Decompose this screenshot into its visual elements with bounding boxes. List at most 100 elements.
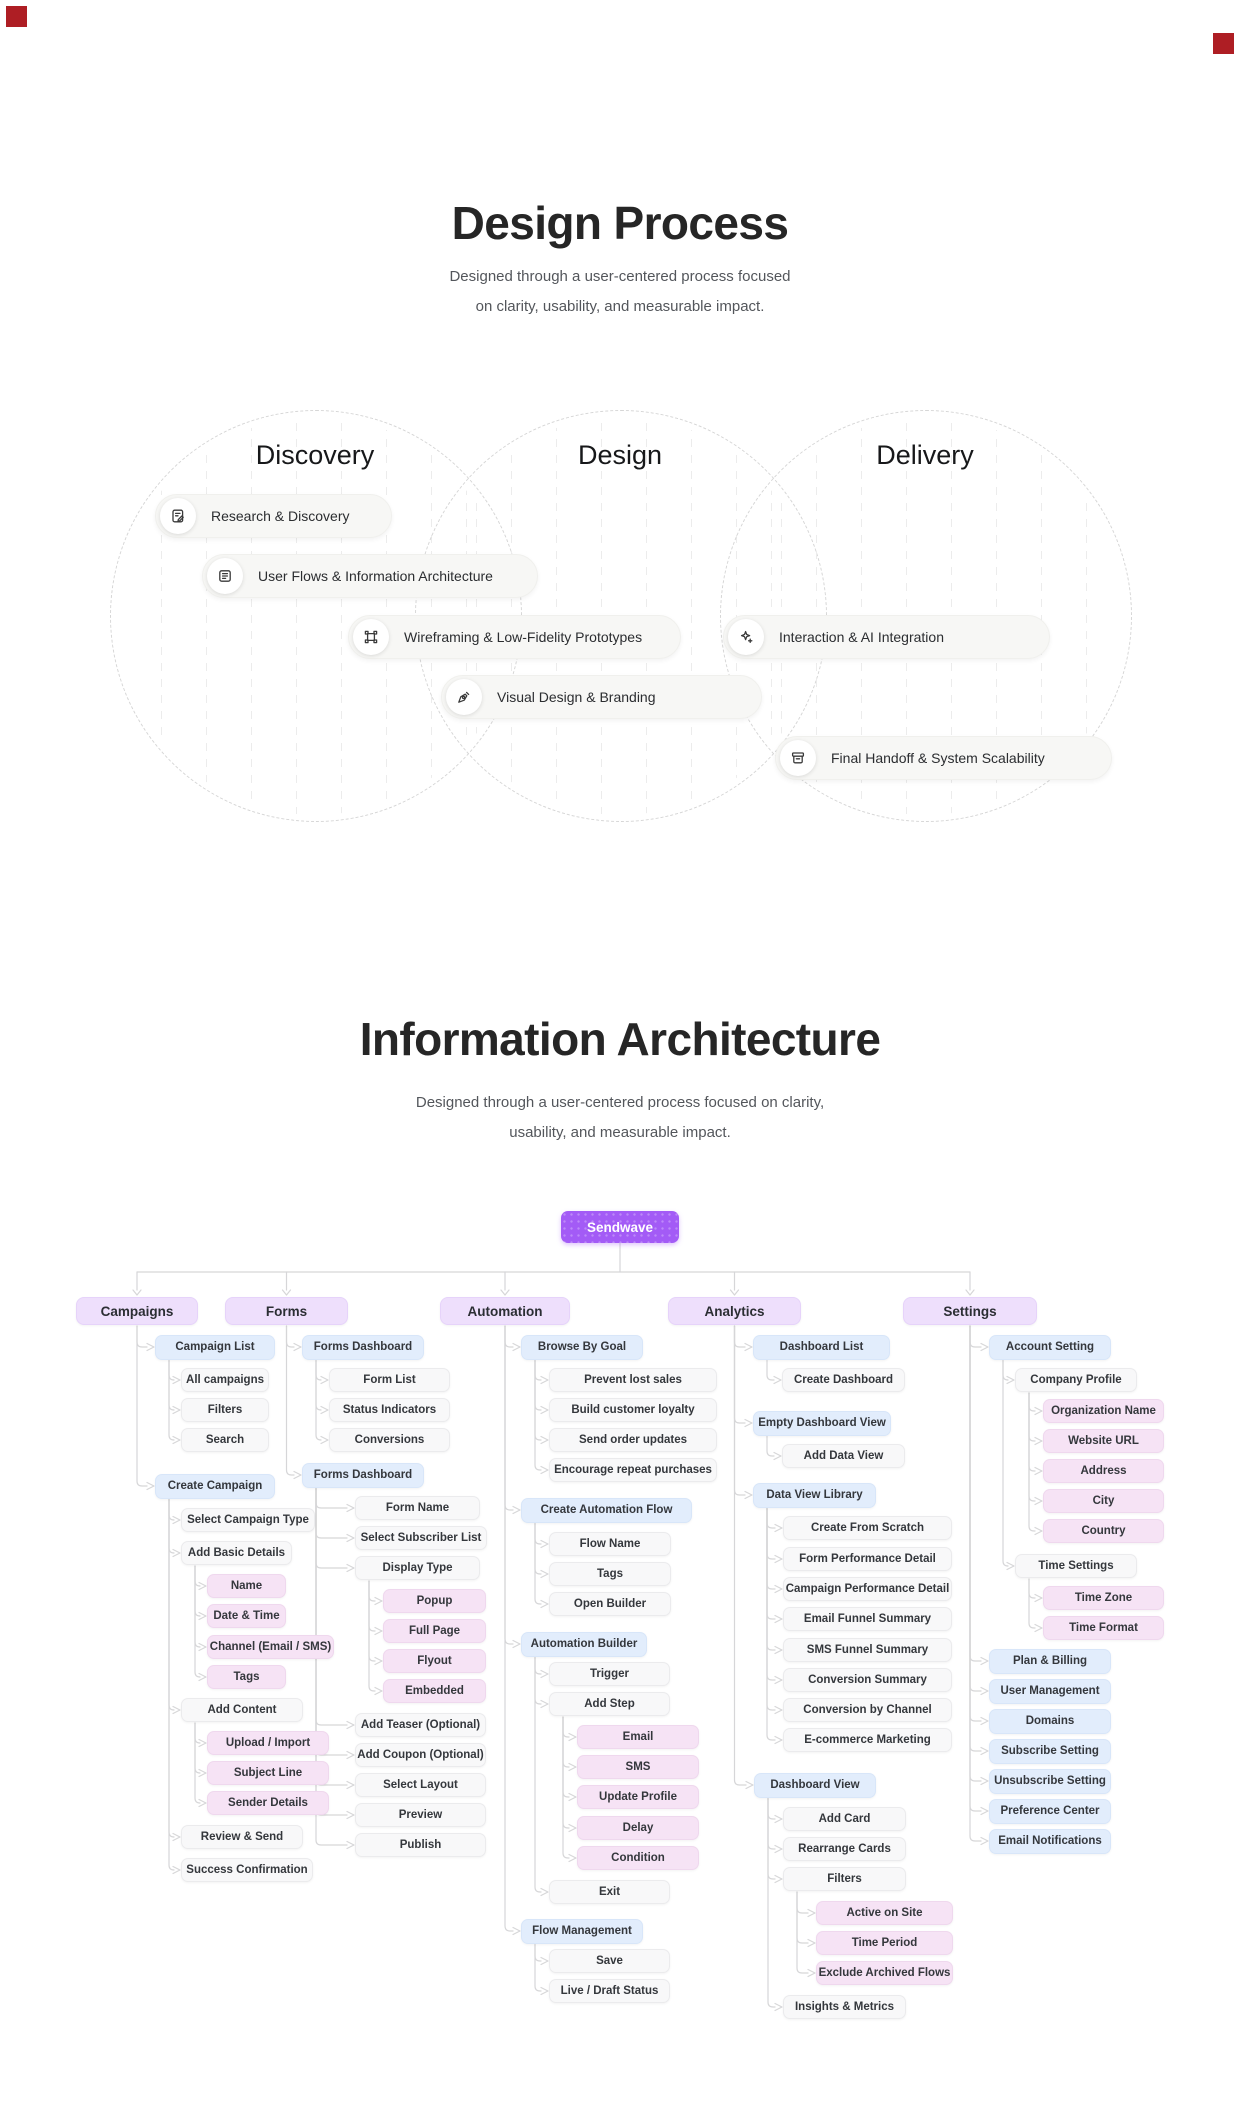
tree-node-a5: Encourage repeat purchases — [549, 1458, 717, 1482]
tree-node-n13: E-commerce Marketing — [783, 1728, 952, 1752]
tree-node-forms: Forms — [225, 1297, 348, 1325]
sparkles-icon — [728, 619, 764, 655]
tree-node-f9: Popup — [383, 1589, 486, 1613]
tree-node-n2: Create Dashboard — [782, 1368, 905, 1392]
tree-node-s10: Time Format — [1043, 1616, 1164, 1640]
tree-node-f10: Full Page — [383, 1619, 486, 1643]
tree-node-a18: Exit — [549, 1880, 670, 1904]
tree-node-s2: Company Profile — [1015, 1368, 1137, 1392]
tree-node-c8: Name — [207, 1574, 286, 1598]
design-process-title: Design Process — [451, 197, 789, 249]
process-step-label: Research & Discovery — [211, 508, 350, 524]
tree-node-a10: Automation Builder — [521, 1631, 647, 1657]
tree-node-c7: Add Basic Details — [181, 1541, 292, 1565]
tree-node-c4: Search — [181, 1428, 269, 1452]
tree-node-n6: Create From Scratch — [783, 1516, 952, 1540]
tree-node-a4: Send order updates — [549, 1428, 717, 1452]
process-step-label: Interaction & AI Integration — [779, 629, 944, 645]
tree-node-a13: Email — [577, 1725, 699, 1749]
frame-icon — [353, 619, 389, 655]
tree-node-n7: Form Performance Detail — [783, 1547, 952, 1571]
process-step: Wireframing & Low-Fidelity Prototypes — [348, 615, 681, 659]
tree-node-a19: Flow Management — [521, 1918, 643, 1944]
pen-tool-icon — [446, 679, 482, 715]
tree-node-s7: Country — [1043, 1519, 1164, 1543]
process-step-label: Final Handoff & System Scalability — [831, 750, 1045, 766]
tree-node-f1: Forms Dashboard — [302, 1334, 424, 1360]
tree-node-c9: Date & Time — [207, 1604, 286, 1628]
process-step: User Flows & Information Architecture — [202, 554, 538, 598]
tree-node-a8: Tags — [549, 1562, 671, 1586]
tree-node-a17: Condition — [577, 1846, 699, 1870]
delivery-circle — [720, 410, 1132, 822]
tree-node-c14: Subject Line — [207, 1761, 329, 1785]
tree-node-n20: Exclude Archived Flows — [816, 1961, 953, 1985]
tree-node-n18: Active on Site — [816, 1901, 953, 1925]
tree-node-c1: Campaign List — [155, 1334, 275, 1360]
process-step: Final Handoff & System Scalability — [775, 736, 1112, 780]
tree-node-s15: Unsubscribe Setting — [989, 1768, 1111, 1794]
layout-list-icon — [207, 558, 243, 594]
tree-node-s6: City — [1043, 1489, 1164, 1513]
tree-node-n4: Add Data View — [782, 1444, 905, 1468]
tree-node-n17: Filters — [783, 1867, 906, 1891]
tree-node-a21: Live / Draft Status — [549, 1979, 670, 2003]
tree-node-s14: Subscribe Setting — [989, 1738, 1111, 1764]
tree-node-c2: All campaigns — [181, 1368, 269, 1392]
tree-node-s3: Organization Name — [1043, 1399, 1164, 1423]
tree-node-f17: Publish — [355, 1833, 486, 1857]
tree-node-c10: Channel (Email / SMS) — [207, 1635, 334, 1659]
tree-node-n12: Conversion by Channel — [783, 1698, 952, 1722]
tree-node-n21: Insights & Metrics — [783, 1995, 906, 2019]
tree-node-f13: Add Teaser (Optional) — [355, 1713, 486, 1737]
process-step: Interaction & AI Integration — [723, 615, 1050, 659]
tree-node-n5: Data View Library — [753, 1482, 876, 1508]
tree-node-f14: Add Coupon (Optional) — [355, 1743, 486, 1767]
tree-node-n1: Dashboard List — [753, 1334, 890, 1360]
tree-node-f3: Status Indicators — [329, 1398, 450, 1422]
tree-node-c15: Sender Details — [207, 1791, 329, 1815]
tree-node-n15: Add Card — [783, 1807, 906, 1831]
tree-node-f12: Embedded — [383, 1679, 486, 1703]
tree-node-c17: Success Confirmation — [181, 1858, 313, 1882]
tree-node-s8: Time Settings — [1015, 1554, 1137, 1578]
corner-marker — [1213, 33, 1234, 54]
process-step: Research & Discovery — [155, 494, 392, 538]
tree-node-n19: Time Period — [816, 1931, 953, 1955]
tree-node-f8: Display Type — [355, 1556, 480, 1580]
sendwave-root-node: Sendwave — [561, 1211, 679, 1243]
tree-node-c16: Review & Send — [181, 1825, 303, 1849]
tree-node-s13: Domains — [989, 1708, 1111, 1734]
tree-node-f11: Flyout — [383, 1649, 486, 1673]
tree-node-s9: Time Zone — [1043, 1586, 1164, 1610]
tree-node-a20: Save — [549, 1949, 670, 1973]
tree-node-a16: Delay — [577, 1816, 699, 1840]
tree-node-s1: Account Setting — [989, 1334, 1111, 1360]
process-step-label: Wireframing & Low-Fidelity Prototypes — [404, 629, 643, 645]
tree-node-a6: Create Automation Flow — [521, 1497, 692, 1523]
tree-node-s11: Plan & Billing — [989, 1648, 1111, 1674]
phase-label-delivery: Delivery — [876, 440, 974, 470]
tree-node-a14: SMS — [577, 1755, 699, 1779]
tree-node-a15: Update Profile — [577, 1785, 699, 1809]
tree-node-a1: Browse By Goal — [521, 1334, 643, 1360]
tree-node-c3: Filters — [181, 1398, 269, 1422]
tree-node-f15: Select Layout — [355, 1773, 486, 1797]
tree-node-s5: Address — [1043, 1459, 1164, 1483]
tree-node-f7: Select Subscriber List — [355, 1526, 487, 1550]
corner-marker — [6, 6, 27, 27]
tree-node-n16: Rearrange Cards — [783, 1837, 906, 1861]
tree-node-n8: Campaign Performance Detail — [783, 1577, 952, 1601]
design-process-subtitle: Designed through a user-centered process… — [449, 268, 791, 315]
tree-node-c13: Upload / Import — [207, 1731, 329, 1755]
tree-node-n14: Dashboard View — [754, 1772, 876, 1798]
process-step-label: User Flows & Information Architecture — [258, 568, 493, 584]
tree-node-a9: Open Builder — [549, 1592, 671, 1616]
tree-node-a3: Build customer loyalty — [549, 1398, 717, 1422]
tree-node-s4: Website URL — [1043, 1429, 1164, 1453]
tree-node-c11: Tags — [207, 1665, 286, 1689]
process-step-label: Visual Design & Branding — [497, 689, 656, 705]
tree-node-c12: Add Content — [181, 1698, 303, 1722]
tree-node-f4: Conversions — [329, 1428, 450, 1452]
